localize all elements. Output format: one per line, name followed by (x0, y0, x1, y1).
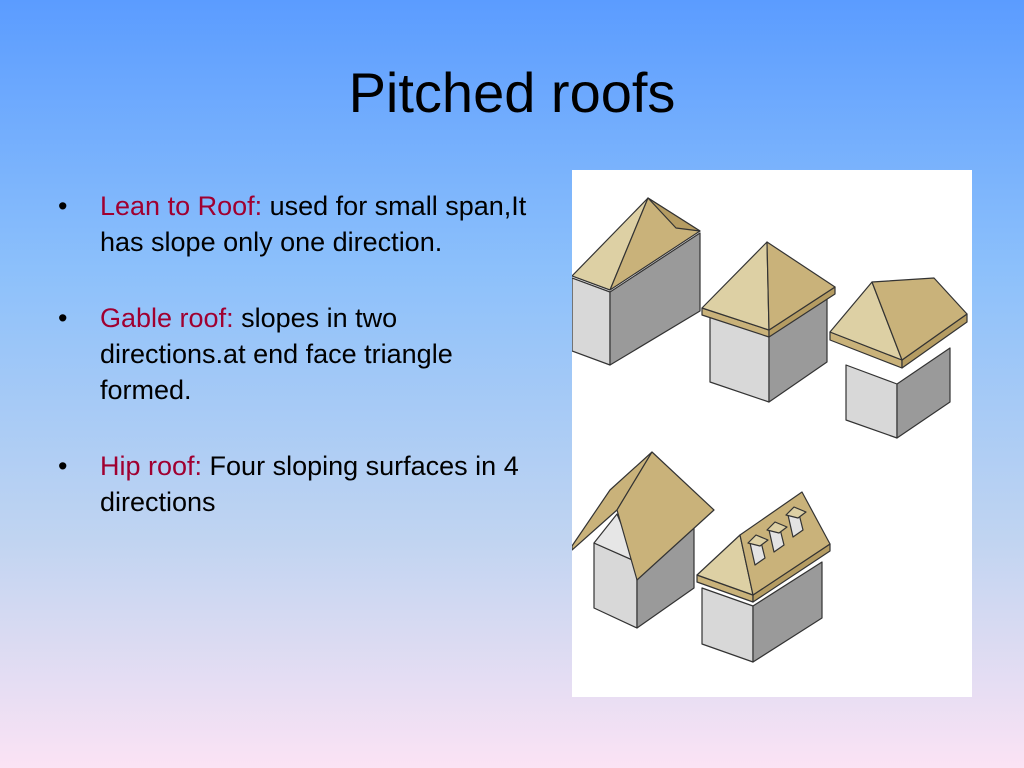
bullet-marker: • (58, 451, 68, 481)
bullet-item: • Gable roof: slopes in two directions.a… (58, 300, 528, 408)
pyramid-roof-overhang-house-icon (701, 241, 836, 403)
gable-roof-house-icon (572, 451, 715, 629)
hip-roof-dormers-house-icon (696, 491, 831, 663)
slide-title: Pitched roofs (348, 61, 676, 124)
bullet-term: Lean to Roof: (100, 191, 263, 221)
bullet-term: Hip roof: (100, 451, 203, 481)
hipped-roof-house-icon (829, 277, 968, 439)
bullet-text: Four sloping surfaces in 4 directions (100, 451, 519, 517)
bullet-item: • Hip roof: Four sloping surfaces in 4 d… (58, 448, 528, 520)
bullet-text: used for small span,It has slope only on… (100, 191, 527, 257)
bullet-term: Gable roof: (100, 303, 234, 333)
roof-types-figure (572, 170, 972, 697)
bullet-text: slopes in two directions.at end face tri… (100, 303, 453, 405)
bullet-marker: • (58, 303, 68, 333)
bullet-list: • Lean to Roof: used for small span,It h… (58, 188, 528, 560)
pyramid-roof-house-icon (572, 197, 701, 366)
bullet-marker: • (58, 191, 68, 221)
bullet-item: • Lean to Roof: used for small span,It h… (58, 188, 528, 260)
